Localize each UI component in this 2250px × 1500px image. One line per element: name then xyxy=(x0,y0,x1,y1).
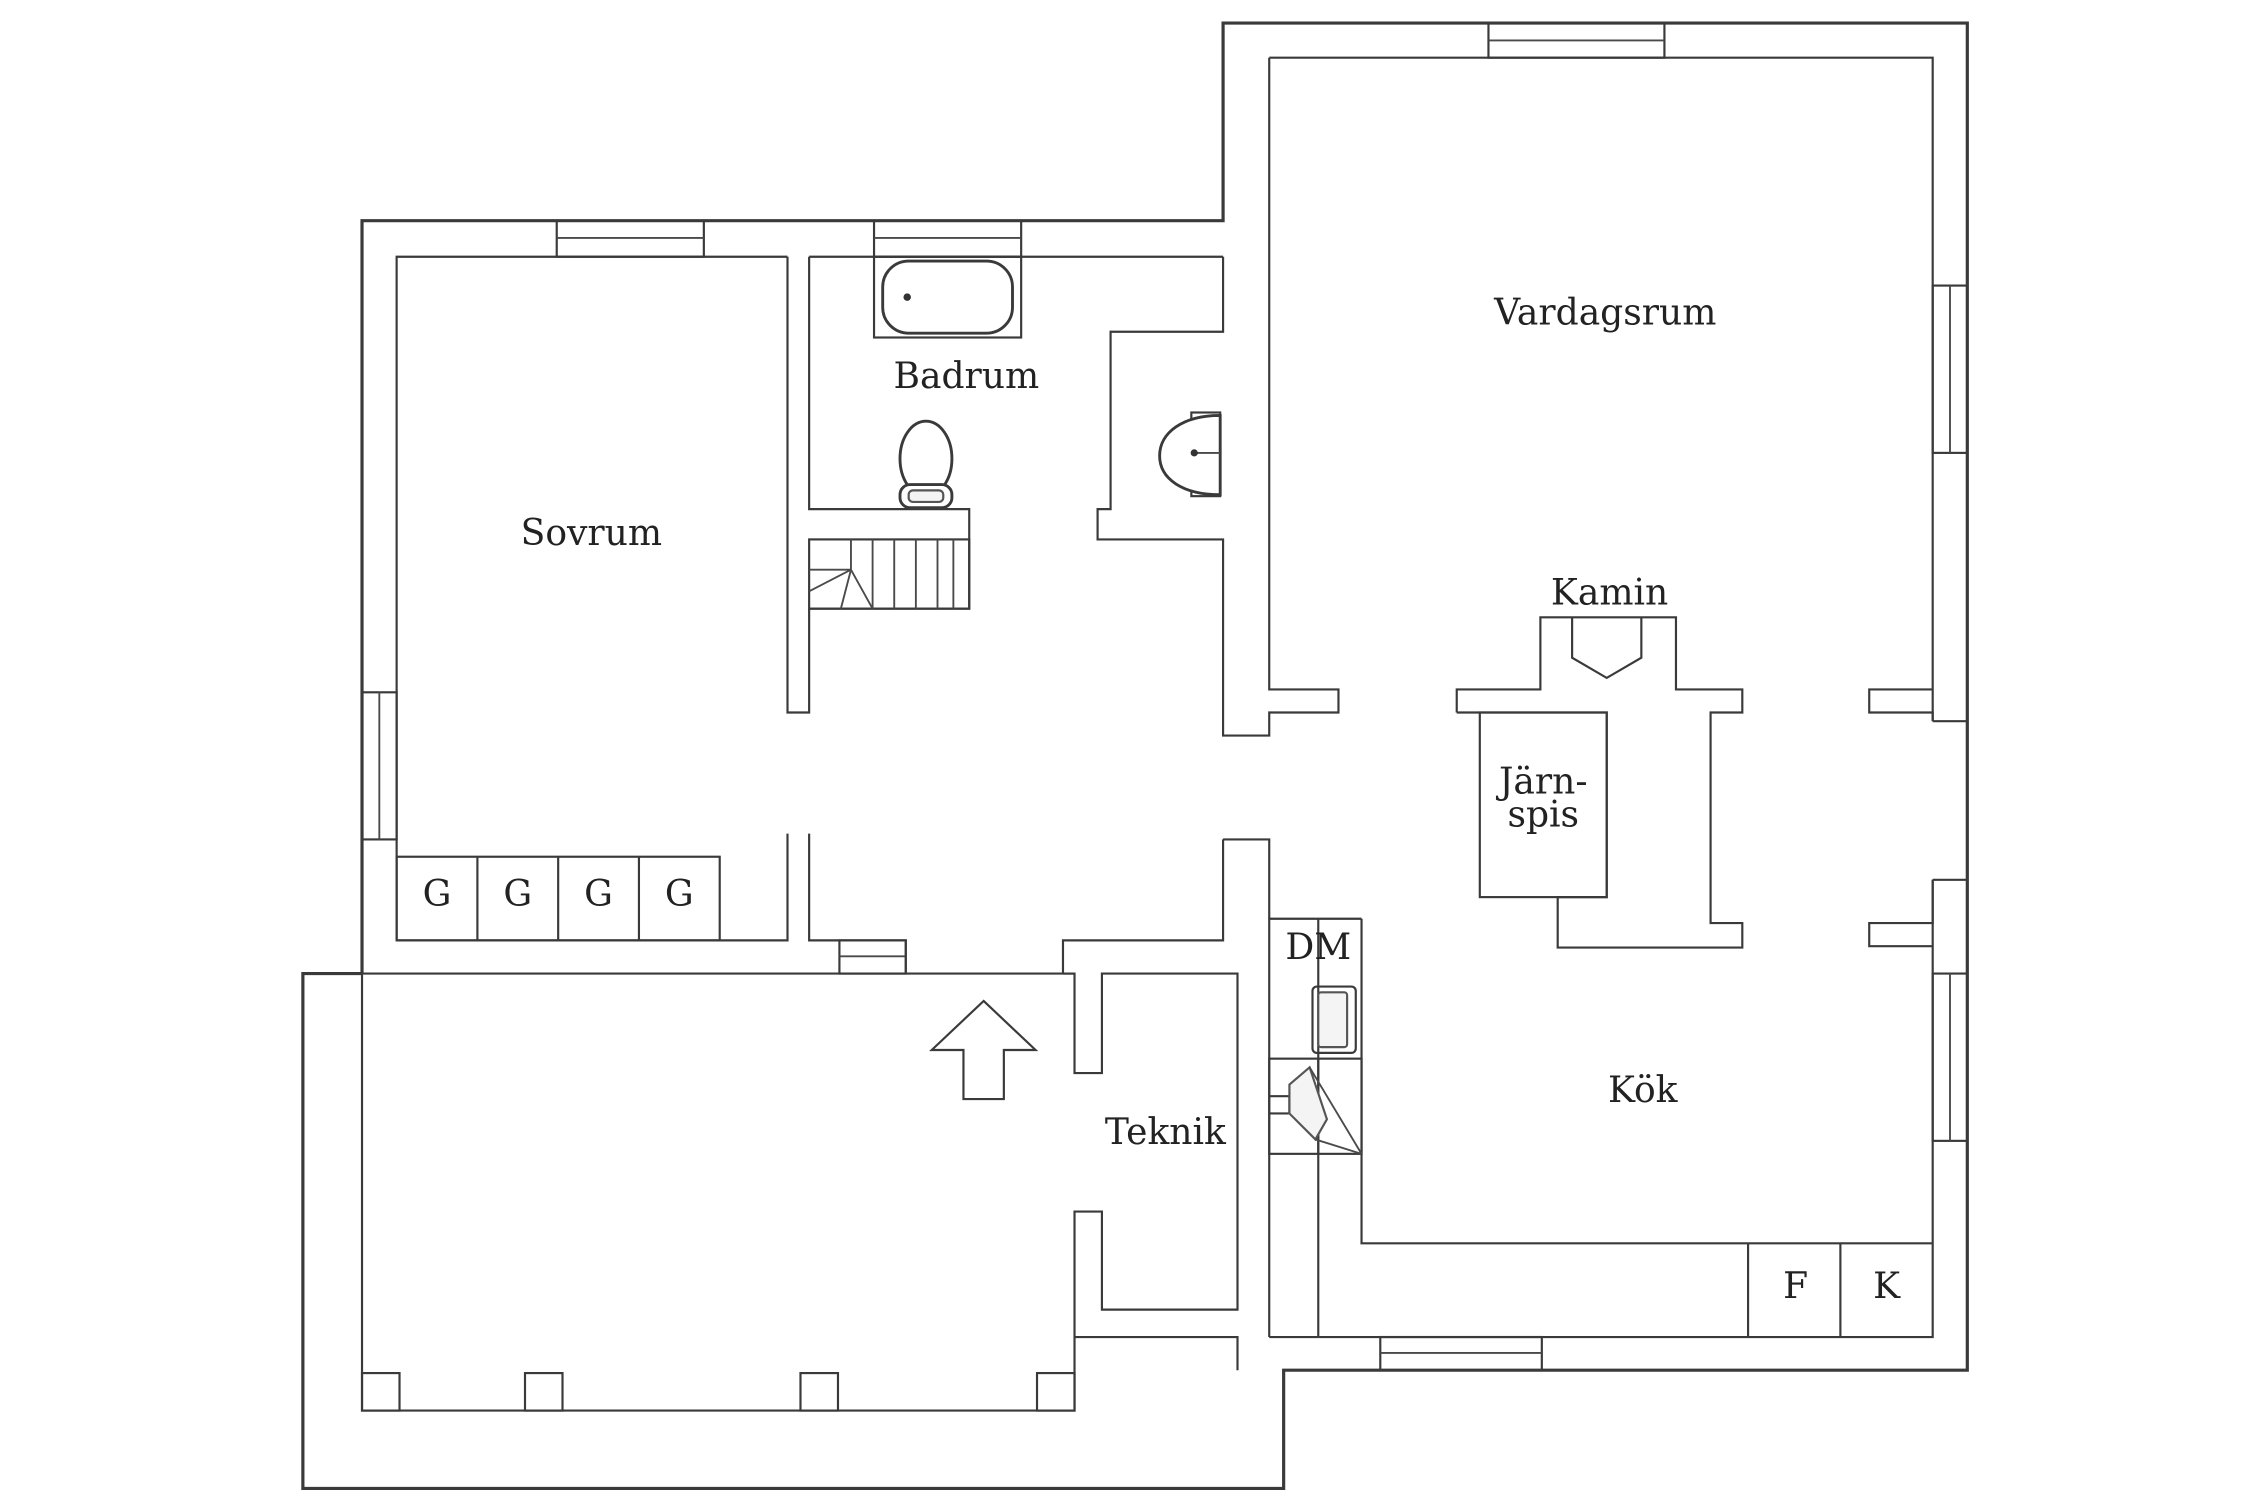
label-wardrobe-4: G xyxy=(665,873,694,915)
stairs-icon xyxy=(808,538,971,610)
jarnspis-block xyxy=(1478,711,1608,899)
interior-walls xyxy=(360,57,1968,1412)
label-wardrobe-3: G xyxy=(584,873,613,915)
kamin-hearth xyxy=(1571,617,1643,680)
label-dm: DM xyxy=(1285,926,1351,968)
label-badrum: Badrum xyxy=(894,355,1040,397)
windows xyxy=(360,21,1969,1372)
label-vardagsrum: Vardagsrum xyxy=(1493,292,1716,334)
label-wardrobe-2: G xyxy=(503,873,532,915)
label-sovrum: Sovrum xyxy=(521,512,662,554)
room-labels: Vardagsrum Badrum Sovrum Kamin Järn- spi… xyxy=(423,292,1901,1308)
porch-posts xyxy=(360,1371,1076,1412)
stove-icon xyxy=(1268,1057,1363,1155)
label-jarnspis-1: Järn- xyxy=(1495,760,1588,802)
label-fridge: F xyxy=(1783,1265,1808,1307)
exterior-walls xyxy=(301,21,1969,1491)
label-wardrobe-1: G xyxy=(423,873,452,915)
label-teknik: Teknik xyxy=(1105,1111,1227,1153)
toilet-icon xyxy=(898,419,954,510)
chimney xyxy=(1455,616,1744,949)
label-kok: Kök xyxy=(1608,1069,1679,1111)
label-cabinet: K xyxy=(1873,1265,1901,1307)
bathtub-icon xyxy=(872,255,1023,339)
label-jarnspis-2: spis xyxy=(1507,793,1579,835)
label-kamin: Kamin xyxy=(1551,571,1668,613)
entrance-arrow-icon xyxy=(929,999,1039,1101)
kitchen-sink-icon xyxy=(1311,985,1357,1054)
sink-icon xyxy=(1158,411,1222,498)
wardrobes xyxy=(395,855,721,942)
